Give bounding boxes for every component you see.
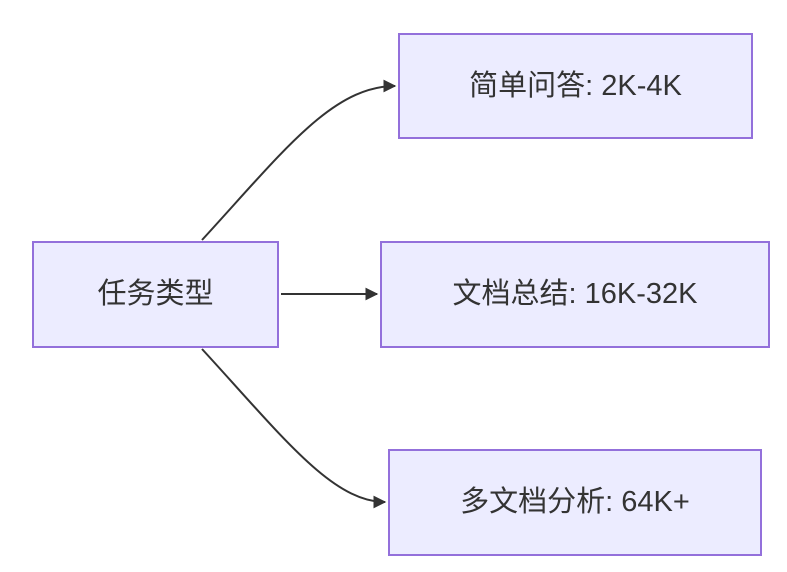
node-doc-summary: 文档总结: 16K-32K: [380, 241, 770, 348]
node-task-type: 任务类型: [32, 241, 279, 348]
node-doc-summary-label: 文档总结: 16K-32K: [452, 278, 698, 311]
node-task-type-label: 任务类型: [97, 278, 214, 311]
node-simple-qa-label: 简单问答: 2K-4K: [469, 69, 682, 102]
edge-root-to-simple-qa: [201, 79, 397, 241]
node-multidoc-analysis-label: 多文档分析: 64K+: [460, 486, 690, 519]
node-simple-qa: 简单问答: 2K-4K: [398, 33, 753, 139]
node-multidoc-analysis: 多文档分析: 64K+: [388, 449, 762, 556]
edge-root-to-multidoc: [201, 348, 387, 509]
